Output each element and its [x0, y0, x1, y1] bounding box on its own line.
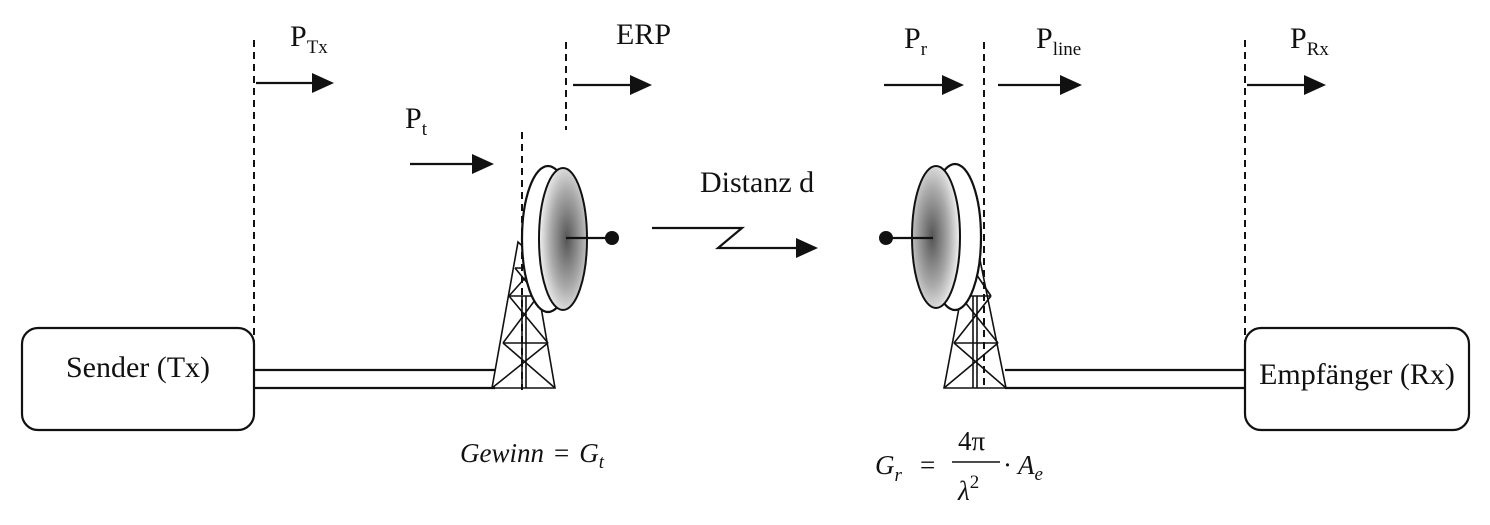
- tx-feedline: [254, 368, 495, 390]
- rx-gain-dot: ·: [1003, 450, 1012, 480]
- label-prx: PRx: [1290, 22, 1329, 60]
- receiver-block: Empfänger (Rx): [1243, 326, 1471, 432]
- transmit-dish-icon: [520, 164, 619, 314]
- receiver-box: [1243, 326, 1471, 432]
- label-pline: Pline: [1036, 22, 1081, 60]
- label-pr: Pr: [904, 22, 928, 60]
- rx-gain-lhs: Gr: [875, 450, 903, 486]
- sender-box: [20, 326, 256, 432]
- rx-gain-numerator: 4π: [958, 426, 986, 456]
- arrow-prx: [1247, 75, 1326, 95]
- label-pt: Pt: [405, 102, 428, 140]
- rx-gain-factor: Ae: [1016, 450, 1043, 485]
- receive-dish-icon: [879, 162, 983, 312]
- distance-label: Distanz d: [700, 166, 814, 199]
- sender-label: Sender (Tx): [66, 351, 210, 384]
- sender-block: Sender (Tx): [20, 326, 256, 432]
- label-erp: ERP: [616, 18, 671, 51]
- arrow-pline: [998, 75, 1082, 95]
- rx-gain-equals: =: [920, 450, 935, 480]
- arrow-pt: [410, 154, 494, 174]
- rx-gain-formula: Gr = 4π λ2 · Ae: [875, 426, 1043, 506]
- label-ptx: PTx: [290, 20, 328, 58]
- tx-gain-formula: Gewinn=Gt: [460, 438, 605, 473]
- rx-feedline: [1005, 368, 1245, 390]
- receiver-label: Empfänger (Rx): [1259, 358, 1455, 391]
- arrow-erp: [573, 75, 652, 95]
- arrow-ptx: [256, 73, 334, 93]
- zigzag-link-icon: [652, 226, 818, 258]
- arrow-pr: [884, 75, 964, 95]
- rx-gain-denominator: λ2: [957, 472, 979, 506]
